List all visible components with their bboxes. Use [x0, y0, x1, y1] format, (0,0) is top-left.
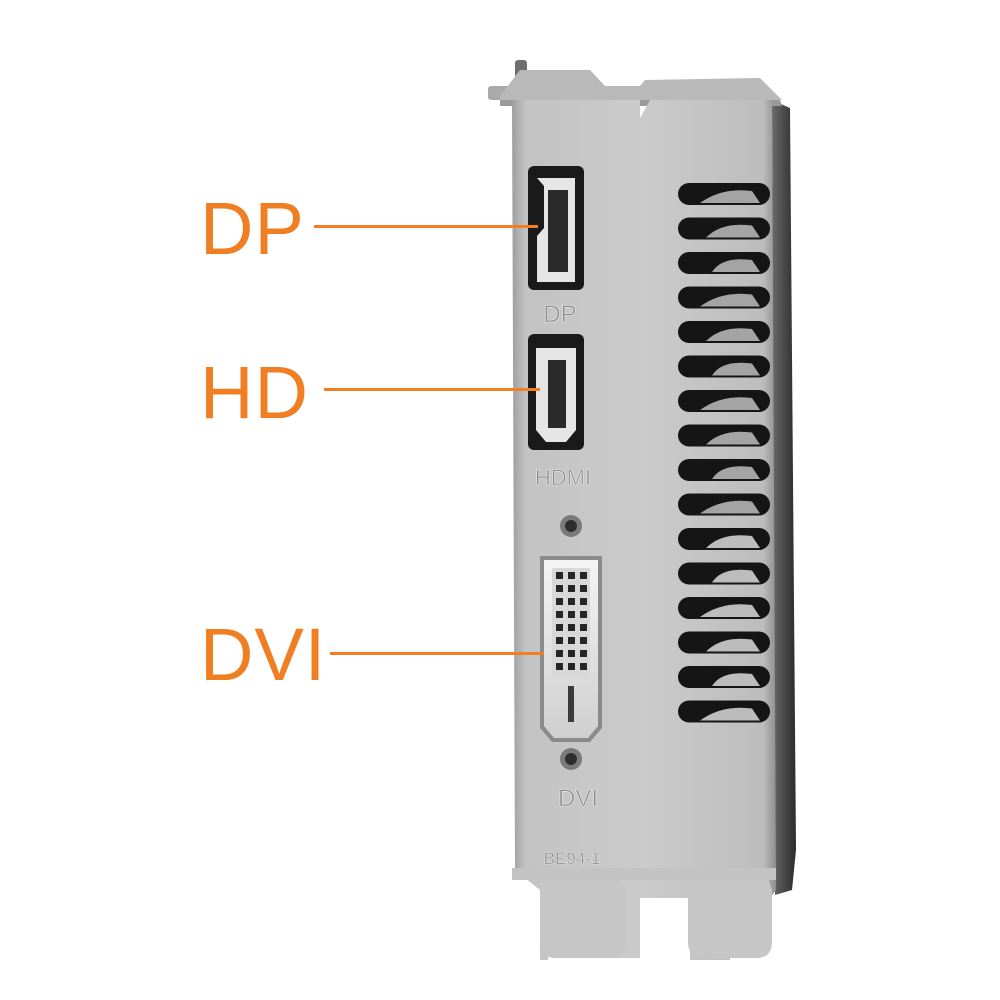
engraved-dvi-label: DVI: [558, 785, 598, 812]
dvi-pin: [568, 572, 575, 579]
bracket-side-edge: [772, 100, 796, 895]
engraved-dp-label: DP: [543, 301, 576, 328]
dvi-pin: [580, 663, 587, 670]
vent-slot-reflection: [706, 535, 760, 548]
bracket-plate: [512, 100, 776, 960]
vent-slot-reflection: [712, 673, 760, 686]
vent-slot-reflection: [712, 466, 760, 479]
engraved-part-number: BE94-1: [544, 849, 601, 868]
dvi-pin: [580, 624, 587, 631]
dvi-pin: [568, 585, 575, 592]
callout-dp-label: DP: [200, 187, 305, 270]
dvi-pin: [580, 572, 587, 579]
dvi-port: [540, 515, 602, 770]
hdmi-port: [528, 334, 584, 450]
vent-slot-reflection: [706, 224, 760, 238]
displayport-port: [528, 166, 584, 290]
callout-dvi-line: [330, 652, 544, 655]
engraved-hdmi-label: HDMI: [535, 465, 591, 490]
vent-slot-reflection: [700, 707, 760, 721]
callout-dvi-label: DVI: [200, 613, 327, 696]
vent-slot-reflection: [700, 604, 760, 617]
vent-slot-reflection: [712, 569, 760, 583]
dvi-pin: [556, 598, 563, 605]
dvi-pin: [568, 637, 575, 644]
dvi-pin: [568, 611, 575, 618]
dvi-pin: [580, 611, 587, 618]
dvi-pin: [580, 598, 587, 605]
callout-dp-line: [314, 225, 538, 228]
vent-slot-reflection: [706, 328, 760, 341]
dvi-pin: [556, 572, 563, 579]
dvi-pin: [556, 624, 563, 631]
callout-hd-line: [324, 388, 540, 391]
dvi-pin: [556, 663, 563, 670]
dvi-pin: [568, 650, 575, 657]
vent-slot-reflection: [706, 638, 760, 652]
dvi-pin: [580, 650, 587, 657]
vent-slot-reflection: [712, 259, 760, 272]
vent-slot-reflection: [700, 190, 760, 203]
dvi-pin: [568, 598, 575, 605]
bracket-lower-tab-right: [688, 878, 772, 958]
bracket-top-flange: [488, 60, 782, 106]
dvi-pin: [568, 624, 575, 631]
vent-slot-reflection: [700, 397, 760, 410]
dvi-pin: [556, 650, 563, 657]
vent-slot-reflection: [706, 431, 760, 445]
callout-hd-label: HD: [200, 351, 309, 434]
ventilation-slots: [678, 183, 770, 723]
dvi-pin: [580, 637, 587, 644]
vent-slot-reflection: [712, 362, 760, 376]
dvi-pin: [580, 585, 587, 592]
vent-slot-reflection: [700, 500, 760, 514]
bracket-lower-tab-left: [540, 878, 626, 958]
dvi-pin-grid: [556, 572, 587, 670]
dvi-pin: [556, 611, 563, 618]
dvi-pin: [556, 585, 563, 592]
dvi-pin: [568, 663, 575, 670]
dvi-pin: [556, 637, 563, 644]
vent-slot-reflection: [700, 293, 760, 307]
